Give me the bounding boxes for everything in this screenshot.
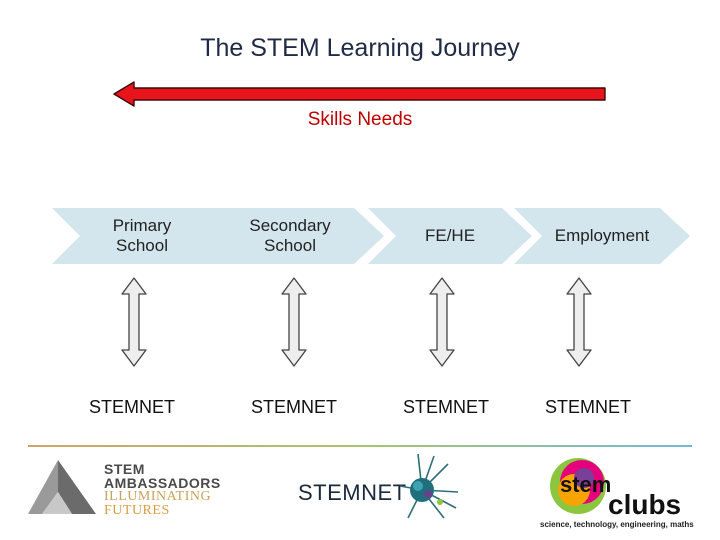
stem-clubs-logo-icon: stem clubs — [550, 458, 681, 520]
chevron-shape — [368, 208, 532, 264]
stemnet-burst-icon — [399, 453, 459, 519]
ambassadors-line: STEM — [104, 461, 145, 477]
stem-clubs-tagline: science, technology, engineering, maths — [540, 520, 694, 529]
page-title: The STEM Learning Journey — [200, 34, 520, 62]
stemnet-label: STEMNET — [88, 397, 175, 417]
skills-arrow — [113, 81, 606, 107]
ambassadors-line: AMBASSADORS — [104, 475, 221, 491]
stemnet-label: STEMNET — [402, 397, 489, 417]
skills-needs-label: Skills Needs — [307, 109, 413, 130]
double-arrow-icon — [281, 277, 307, 367]
double-arrow-icon — [429, 277, 455, 367]
stemnet-label: STEMNET — [250, 397, 337, 417]
stage-secondary-school: Secondary School — [196, 208, 384, 264]
stage-employment: Employment — [514, 208, 690, 264]
ambassadors-line: ILLUMINATING — [104, 489, 212, 504]
stage-label: FE/HE — [424, 226, 476, 245]
svg-text:clubs: clubs — [608, 489, 681, 520]
ambassadors-line: FUTURES — [104, 503, 170, 518]
stage-label: Employment — [554, 226, 650, 245]
chevron-shape — [52, 208, 232, 264]
stem-ambassadors-logo-text: STEM AMBASSADORS ILLUMINATING FUTURES — [104, 462, 221, 518]
stemnet-label: STEMNET — [544, 397, 631, 417]
stemnet-logo-text: STEMNET — [298, 480, 407, 505]
stage-label: Primary School — [112, 216, 172, 255]
double-arrow-icon — [121, 277, 147, 367]
double-arrow-icon — [566, 277, 592, 367]
svg-text:stem: stem — [560, 472, 611, 497]
stage-primary-school: Primary School — [52, 208, 232, 264]
chevron-shape — [514, 208, 690, 264]
stage-label: Secondary School — [249, 216, 331, 255]
stage-fe-he: FE/HE — [368, 208, 532, 264]
divider — [28, 445, 692, 447]
stem-ambassadors-logo-icon — [28, 460, 96, 514]
chevron-shape — [196, 208, 384, 264]
